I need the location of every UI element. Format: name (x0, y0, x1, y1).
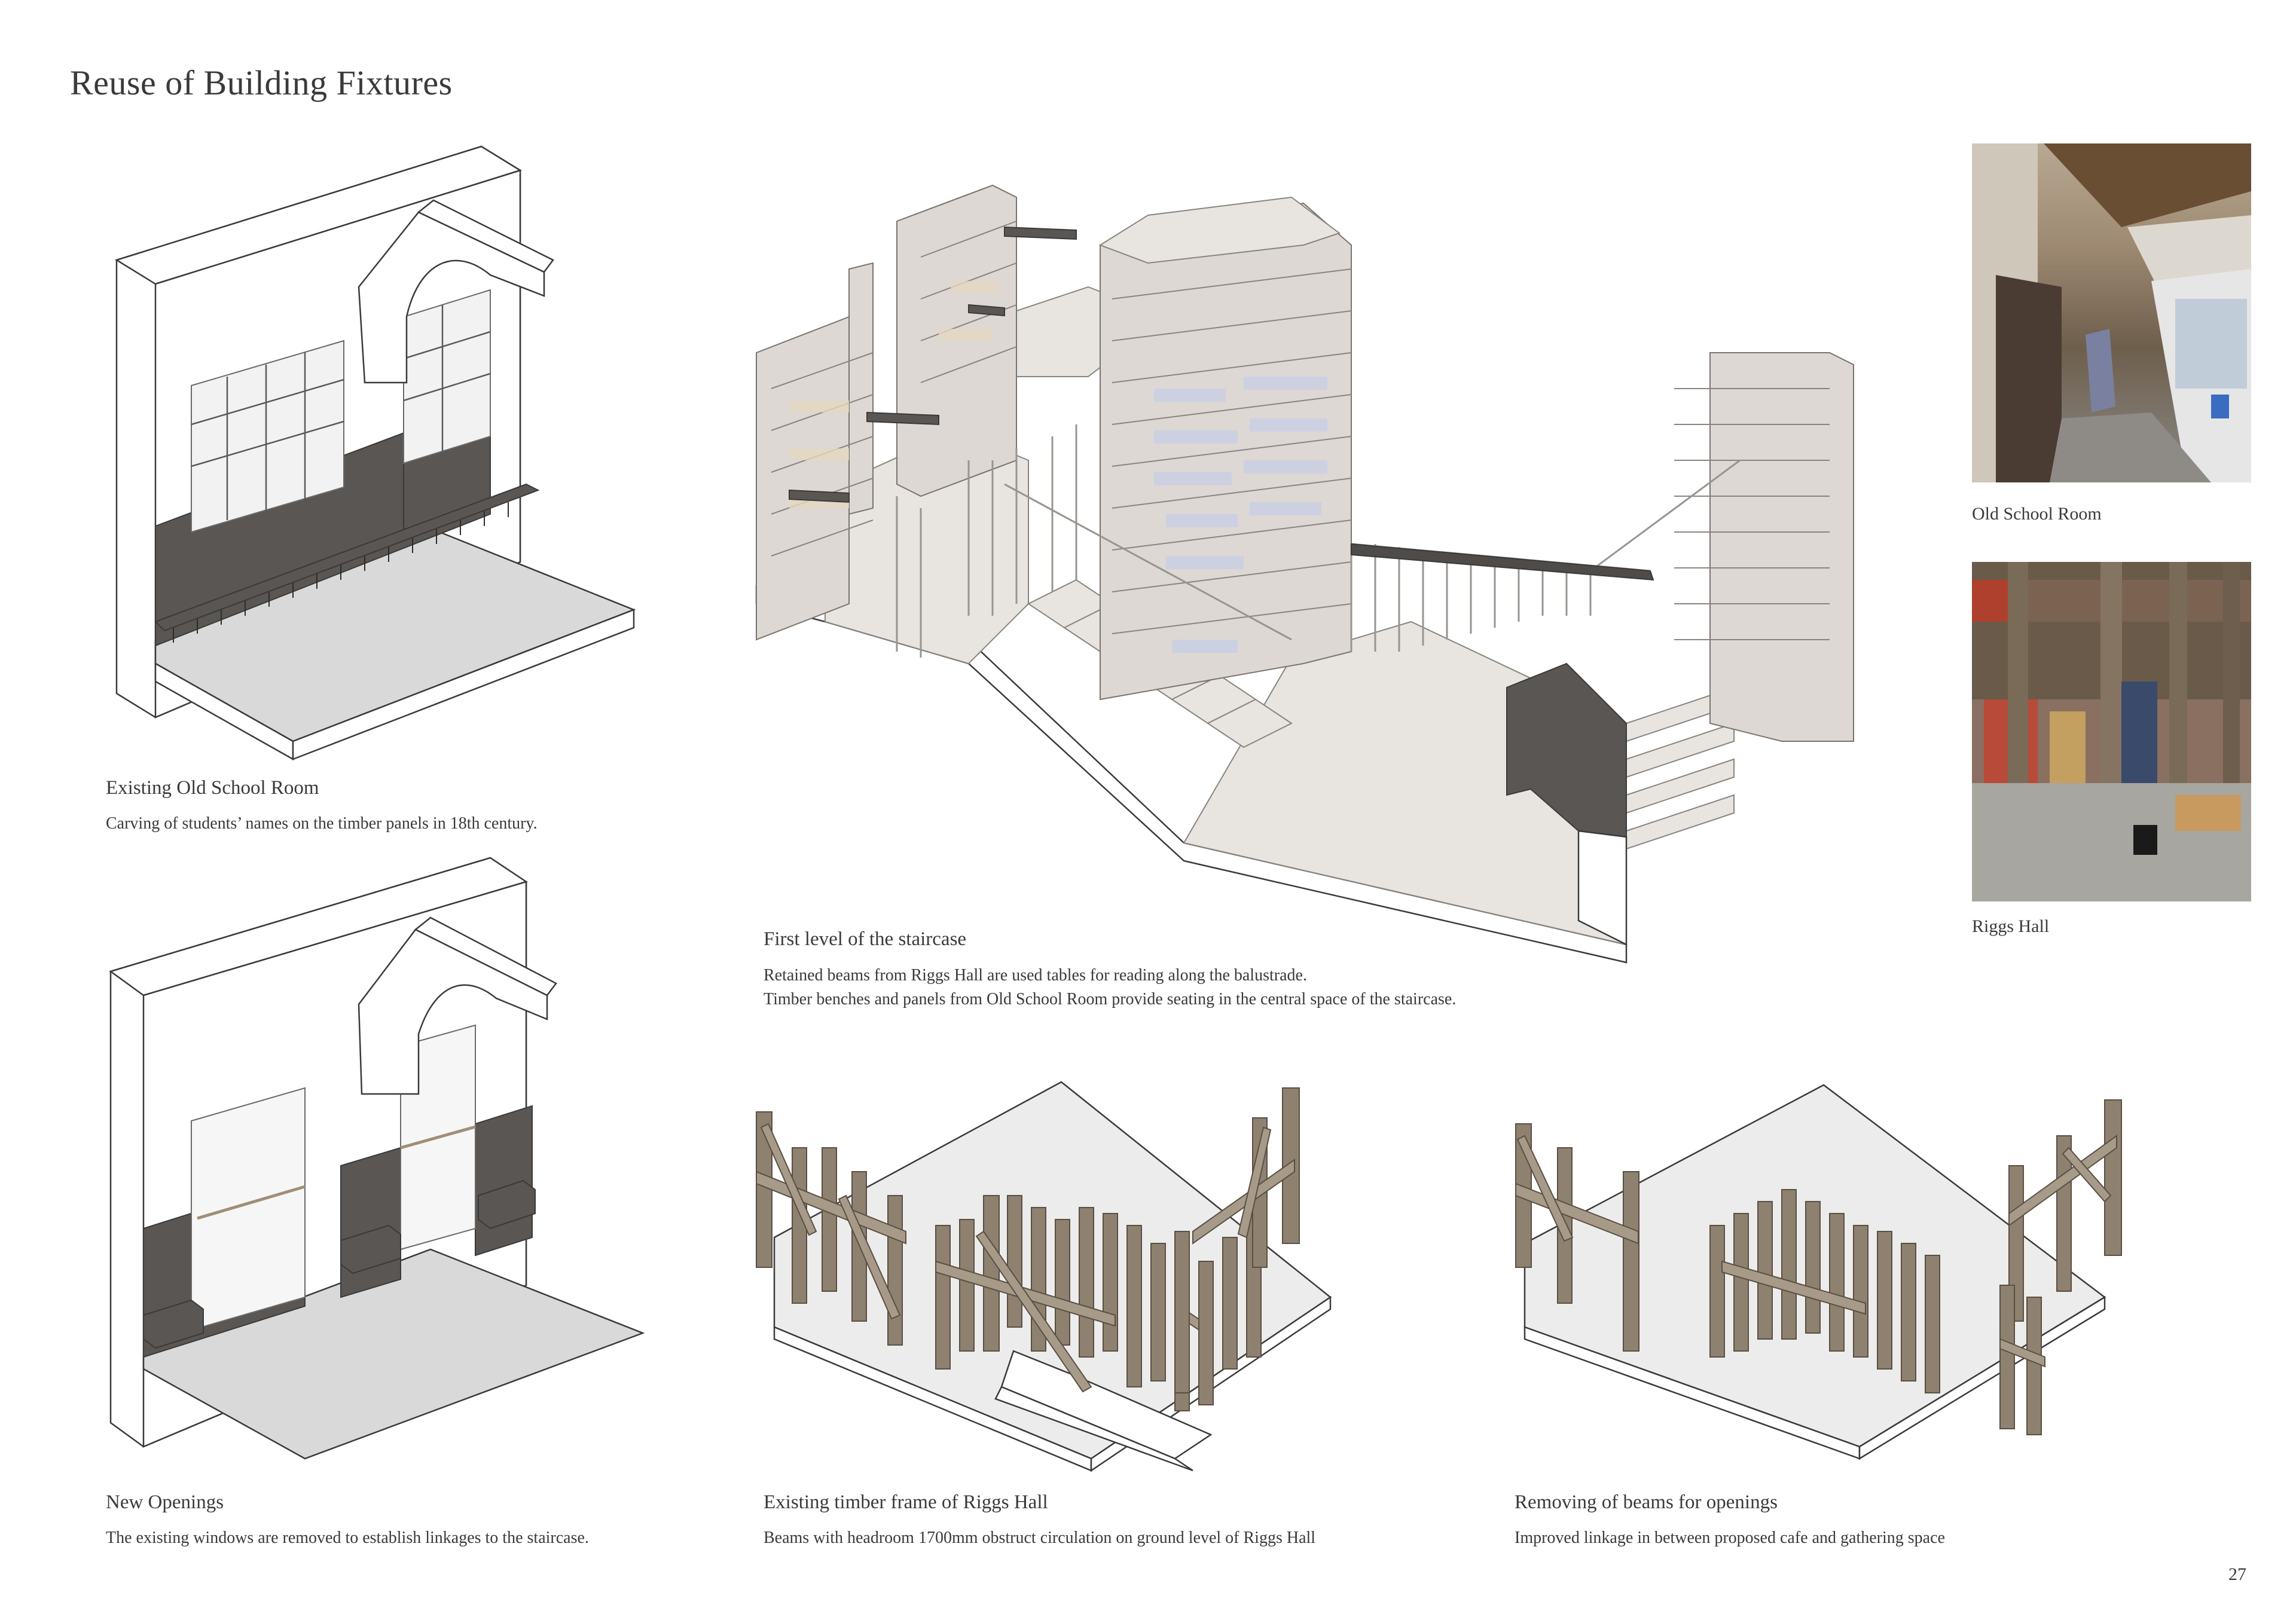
old-school-room-photo-caption: Old School Room (1972, 504, 2102, 524)
old-school-room-drawing (115, 145, 636, 761)
new-openings-drawing (109, 857, 645, 1460)
timber-frame-body: Beams with headroom 1700mm obstruct circ… (764, 1529, 1316, 1547)
old-school-room-photo (1972, 143, 2251, 482)
new-openings-heading: New Openings (106, 1491, 224, 1513)
staircase-heading: First level of the staircase (764, 928, 967, 950)
page-number: 27 (2228, 1564, 2246, 1584)
removing-beams-body: Improved linkage in between proposed caf… (1515, 1529, 1945, 1547)
staircase-body-line2: Timber benches and panels from Old Schoo… (764, 990, 1457, 1008)
new-openings-body: The existing windows are removed to esta… (106, 1529, 589, 1547)
removing-beams-heading: Removing of beams for openings (1515, 1491, 1778, 1513)
staircase-drawing (755, 184, 1854, 964)
staircase-body-line1: Retained beams from Riggs Hall are used … (764, 966, 1307, 985)
old-school-room-body: Carving of students’ names on the timber… (106, 814, 538, 833)
timber-frame-drawing (756, 1081, 1332, 1472)
page-title: Reuse of Building Fixtures (70, 63, 453, 102)
riggs-hall-photo (1972, 562, 2251, 901)
timber-frame-heading: Existing timber frame of Riggs Hall (764, 1491, 1048, 1513)
old-school-room-heading: Existing Old School Room (106, 777, 319, 799)
removing-beams-drawing (1515, 1084, 2122, 1460)
riggs-hall-photo-caption: Riggs Hall (1972, 916, 2050, 936)
